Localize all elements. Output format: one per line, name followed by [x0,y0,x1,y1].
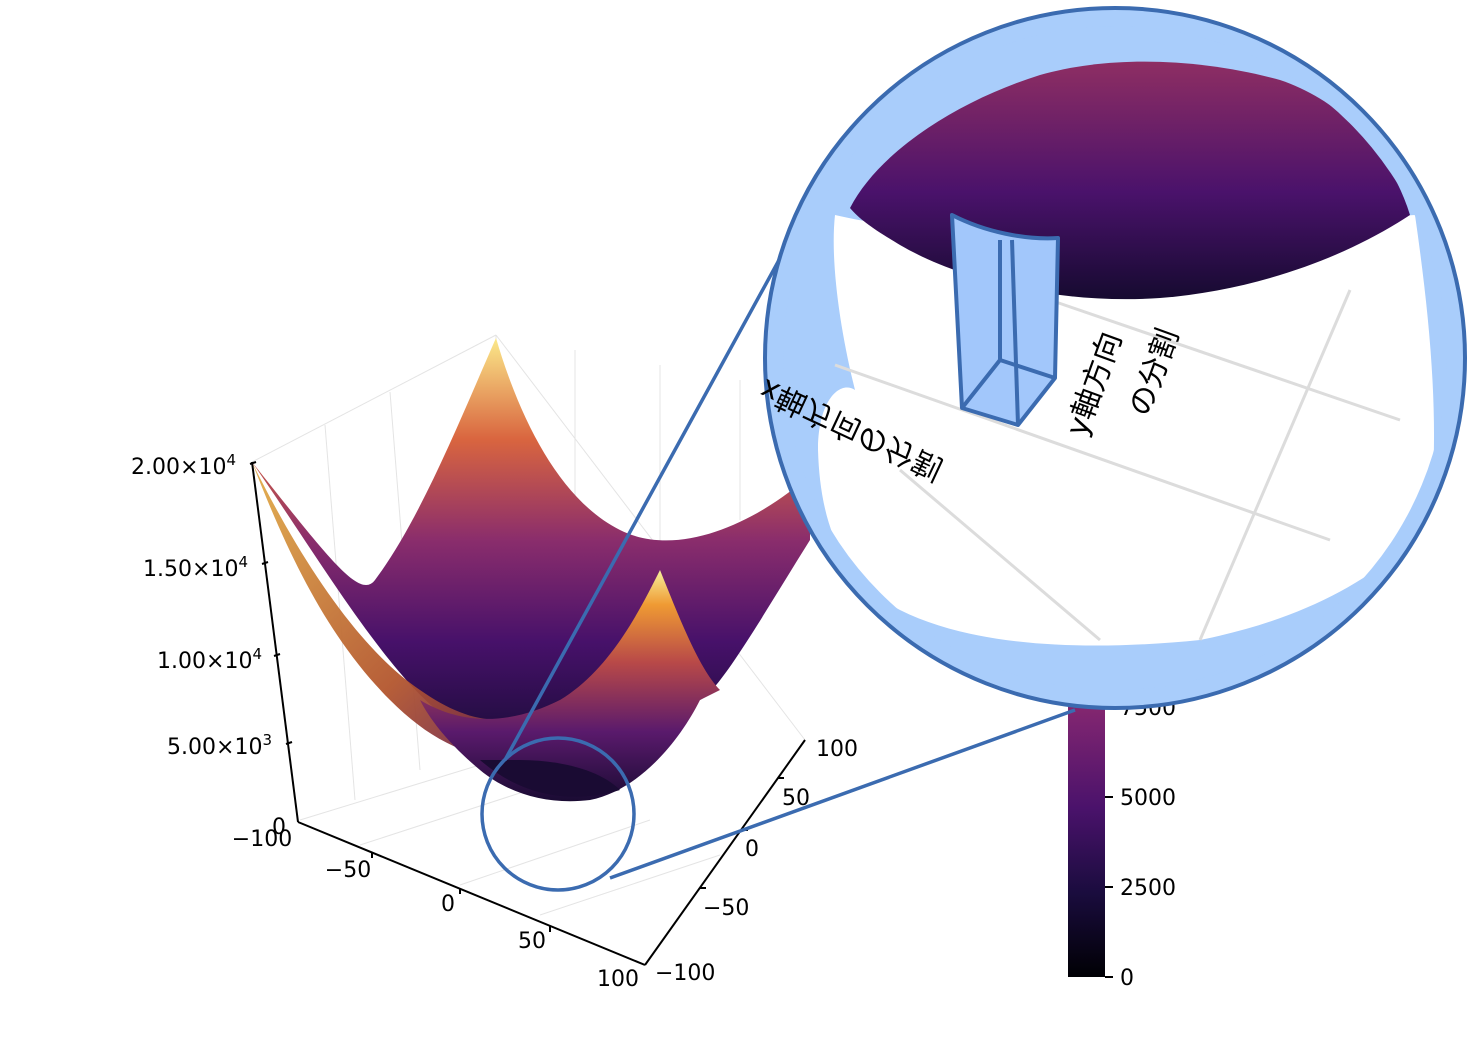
z-tick-0: 0 [272,815,286,840]
y-tick-1: −50 [703,896,749,921]
x-tick-3: 50 [518,929,546,954]
x-tick-labels: −100 −50 0 50 100 [232,827,639,992]
colorbar-tick-2: 5000 [1120,786,1176,811]
z-tick-labels: 0 5.00×103 1.00×104 1.50×104 2.00×104 [131,451,286,840]
x-tick-0: −100 [232,827,292,852]
z-tick-3: 1.50×104 [143,553,248,582]
colorbar-tick-0: 0 [1120,966,1134,991]
x-tick-1: −50 [325,858,371,883]
y-tick-4: 100 [816,737,858,762]
z-tick-2: 1.00×104 [157,645,262,674]
surface-back [252,338,810,744]
y-tick-2: 0 [745,837,759,862]
z-tick-4: 2.00×104 [131,451,236,480]
x-tick-4: 100 [597,967,639,992]
colorbar-tick-1: 2500 [1120,876,1176,901]
z-tick-1: 5.00×103 [167,731,272,760]
partition-box [950,213,1060,427]
magnifier-connector-lines [503,239,1076,880]
x-tick-2: 0 [441,892,455,917]
y-tick-labels: −100 −50 0 50 100 [655,737,858,986]
y-tick-0: −100 [655,961,715,986]
axis-ticks [249,461,784,932]
surface-front [420,570,720,802]
magnifier-source-circle [480,736,636,892]
surface-bottom [480,760,620,797]
